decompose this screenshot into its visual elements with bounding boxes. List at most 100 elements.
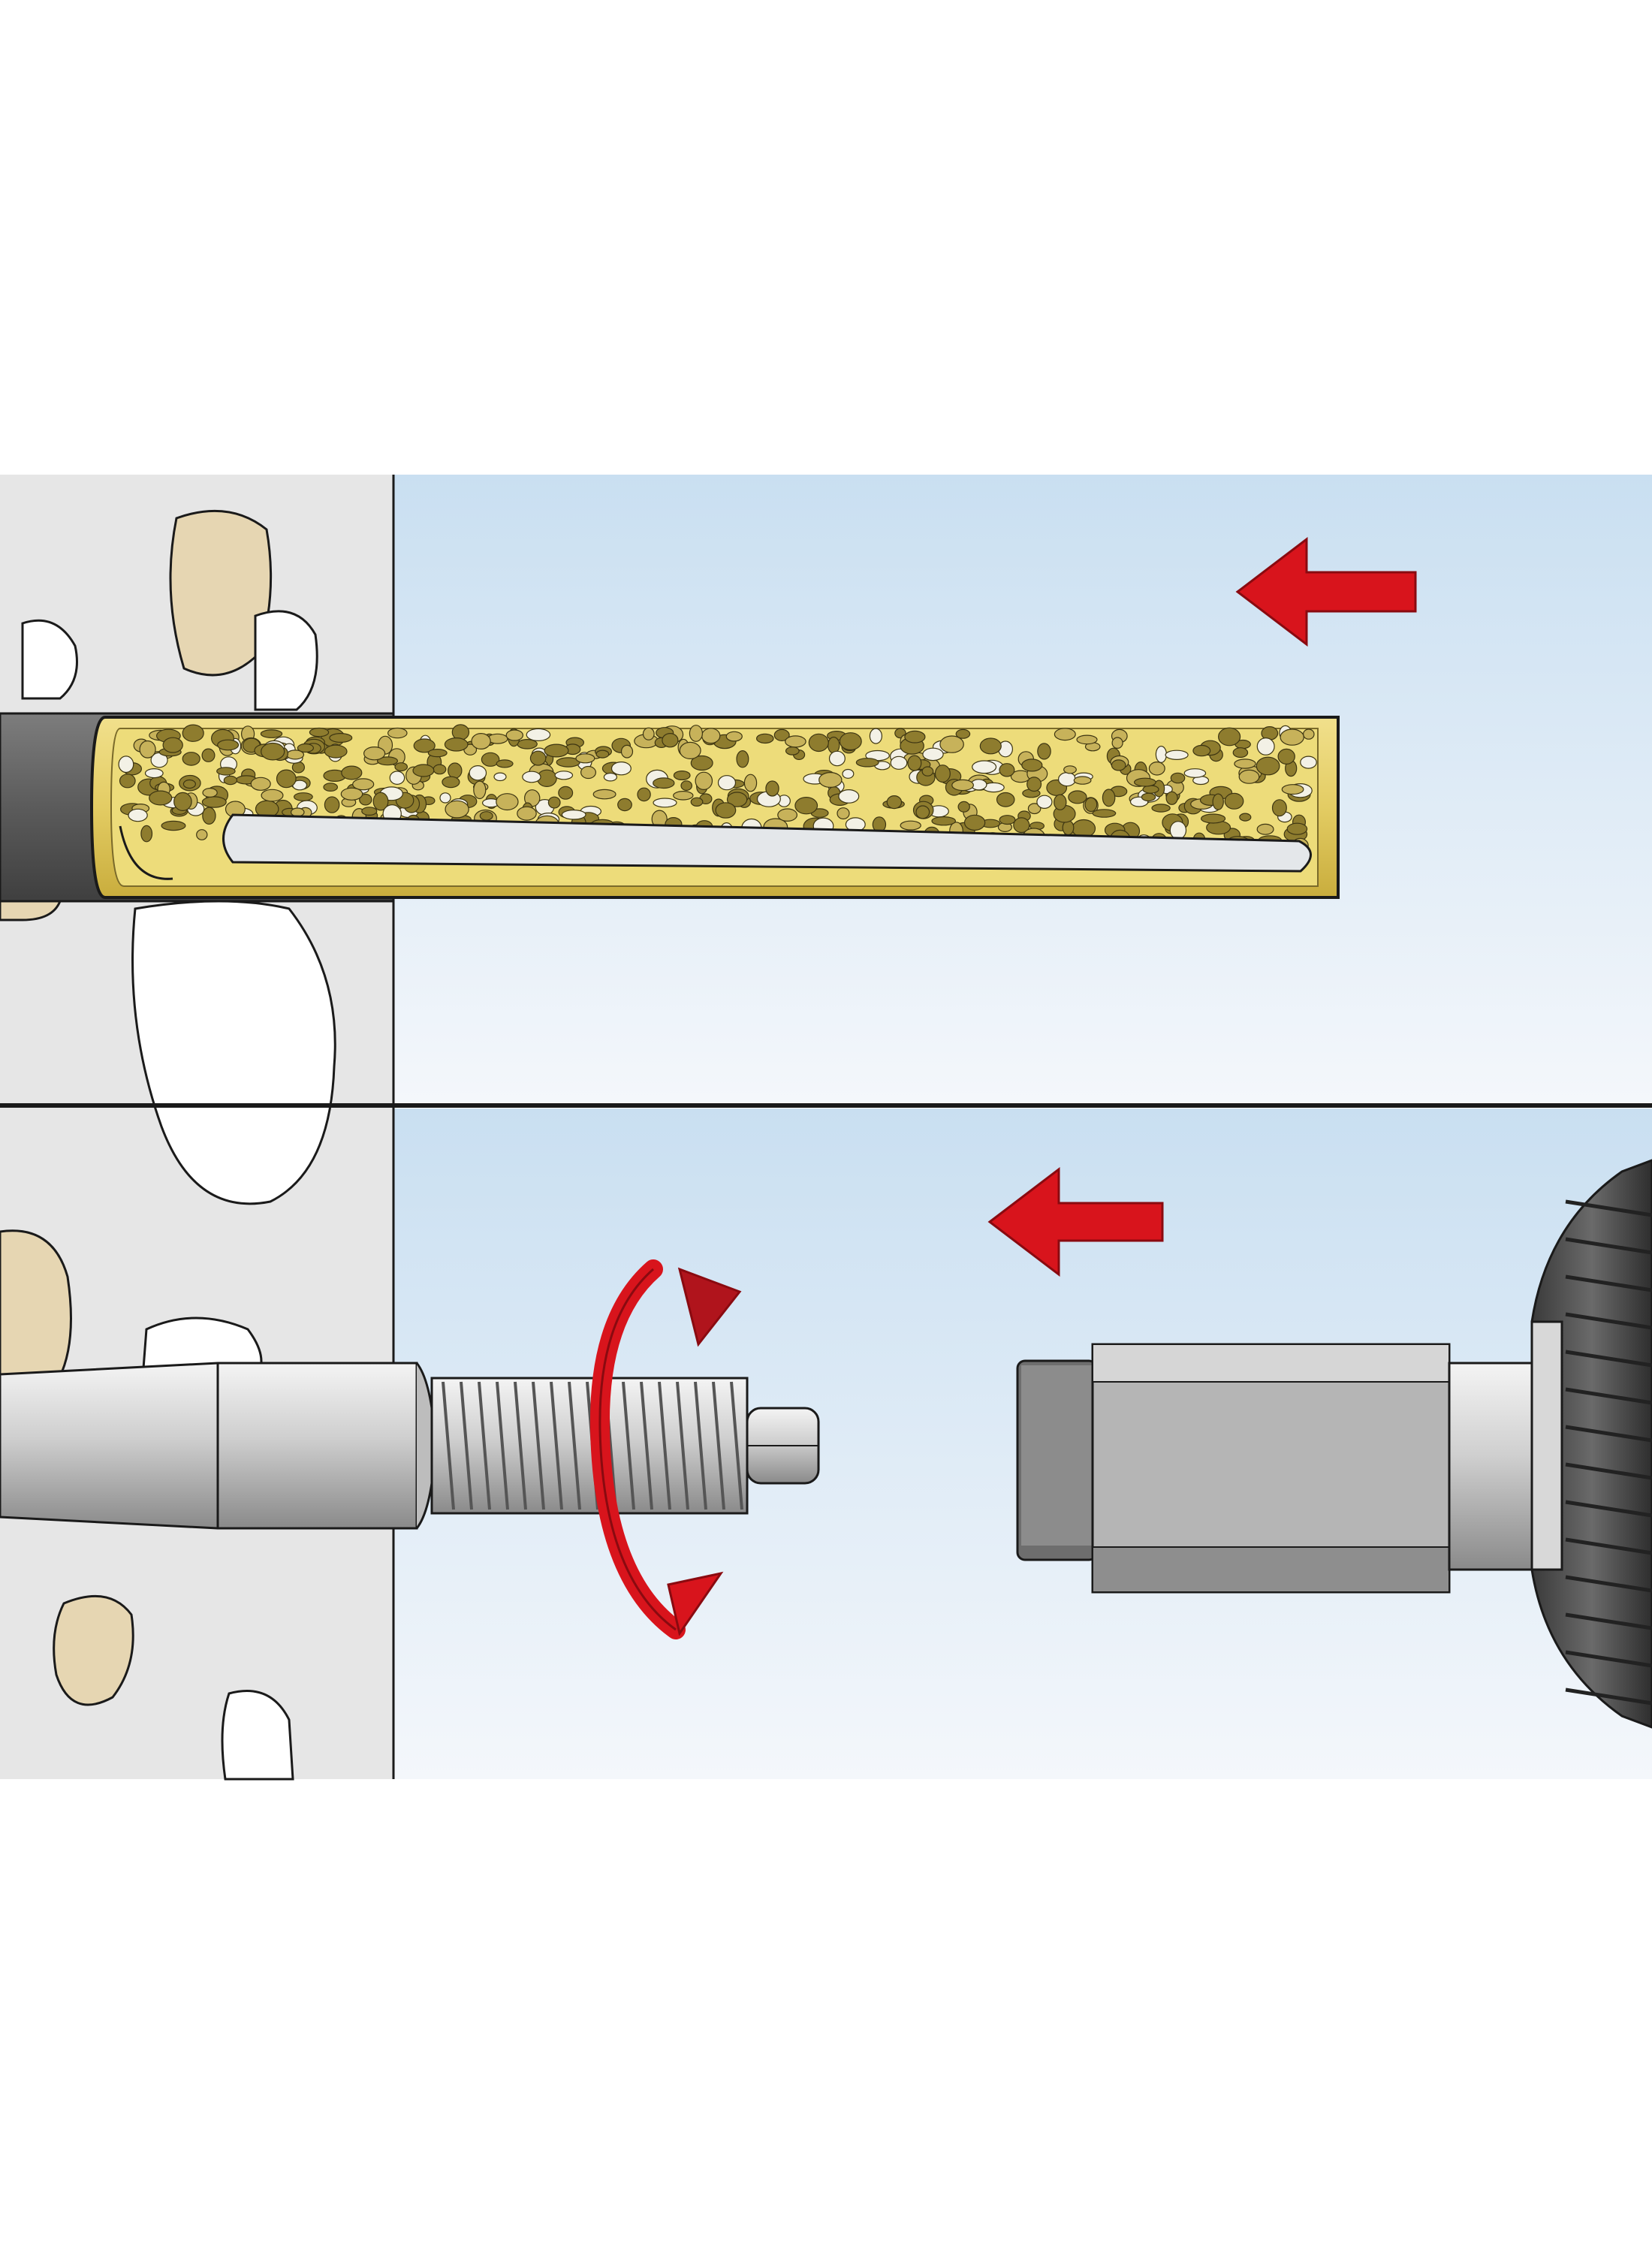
aggregate-granule bbox=[695, 771, 713, 791]
aggregate-granule bbox=[561, 810, 586, 820]
aggregate-granule bbox=[261, 789, 284, 802]
aggregate-granule bbox=[217, 739, 240, 751]
aggregate-granule bbox=[689, 725, 704, 742]
aggregate-granule bbox=[595, 749, 610, 759]
aggregate-granule bbox=[1148, 761, 1165, 776]
aggregate-granule bbox=[921, 766, 934, 777]
aggregate-granule bbox=[1169, 821, 1187, 840]
aggregate-granule bbox=[162, 737, 183, 753]
aggregate-granule bbox=[1239, 813, 1252, 822]
aggregate-granule bbox=[139, 740, 156, 759]
aggregate-granule bbox=[496, 759, 514, 768]
aggregate-granule bbox=[1170, 772, 1186, 784]
aggregate-granule bbox=[394, 762, 408, 772]
aggregate-granule bbox=[182, 752, 200, 766]
aggregate-granule bbox=[818, 771, 843, 788]
aggregate-granule bbox=[855, 758, 879, 768]
aggregate-granule bbox=[773, 728, 790, 742]
aggregate-granule bbox=[444, 737, 469, 752]
aggregate-granule bbox=[377, 756, 399, 766]
aggregate-granule bbox=[1063, 765, 1077, 774]
aggregate-granule bbox=[1256, 823, 1274, 835]
chuck-ridge bbox=[1565, 1575, 1652, 1593]
thread-groove bbox=[532, 1381, 545, 1510]
aggregate-granule bbox=[1277, 748, 1295, 765]
aggregate-granule bbox=[726, 792, 748, 807]
aggregate-granule bbox=[679, 741, 701, 760]
aggregate-granule bbox=[119, 774, 136, 789]
aggregate-granule bbox=[715, 802, 737, 819]
aggregate-granule bbox=[620, 744, 634, 759]
aggregate-granule bbox=[1141, 792, 1156, 802]
insert-arrow-icon bbox=[1235, 536, 1417, 647]
aggregate-granule bbox=[1217, 727, 1241, 746]
thread-groove bbox=[550, 1381, 563, 1510]
aggregate-granule bbox=[1286, 822, 1308, 835]
aggregate-granule bbox=[359, 793, 372, 806]
aggregate-granule bbox=[290, 807, 305, 817]
aggregate-granule bbox=[352, 778, 375, 791]
step-2-rod-setting bbox=[0, 1159, 1652, 1729]
aggregate-granule bbox=[1076, 734, 1098, 745]
chuck-ridge bbox=[1565, 1537, 1652, 1555]
aggregate-granule bbox=[1256, 737, 1275, 756]
aggregate-granule bbox=[575, 753, 595, 764]
aggregate-granule bbox=[673, 770, 691, 780]
aggregate-granule bbox=[827, 736, 840, 754]
aggregate-granule bbox=[617, 798, 632, 812]
aggregate-granule bbox=[1013, 817, 1030, 834]
aggregate-granule bbox=[340, 787, 363, 801]
aggregate-granule bbox=[1281, 784, 1304, 795]
aggregate-granule bbox=[915, 805, 930, 819]
aggregate-granule bbox=[1271, 799, 1287, 817]
aggregate-granule bbox=[1111, 759, 1126, 771]
aggregate-granule bbox=[505, 729, 524, 741]
aggregate-granule bbox=[1054, 728, 1076, 741]
aggregate-granule bbox=[182, 724, 204, 742]
aggregate-granule bbox=[673, 791, 694, 801]
aggregate-granule bbox=[201, 748, 216, 762]
aggregate-granule bbox=[250, 777, 271, 791]
aggregate-granule bbox=[736, 750, 749, 768]
aggregate-granule bbox=[1026, 777, 1042, 792]
step-1-capsule-insertion bbox=[0, 536, 1417, 903]
aggregate-granule bbox=[1133, 777, 1156, 787]
thread-groove bbox=[658, 1381, 671, 1510]
aggregate-granule bbox=[196, 829, 208, 840]
aggregate-granule bbox=[828, 750, 846, 767]
aggregate-granule bbox=[182, 779, 196, 789]
aggregate-granule bbox=[361, 807, 378, 816]
chuck-ridge bbox=[1565, 1687, 1652, 1706]
chuck-ridge bbox=[1565, 1462, 1652, 1480]
aggregate-granule bbox=[839, 732, 862, 751]
aggregate-granule bbox=[1084, 797, 1098, 813]
aggregate-granule bbox=[610, 762, 632, 776]
aggregate-granule bbox=[642, 727, 655, 740]
chuck-ridge bbox=[1565, 1199, 1652, 1217]
aggregate-granule bbox=[996, 792, 1015, 807]
aggregate-granule bbox=[1303, 728, 1315, 740]
aggregate-granule bbox=[592, 789, 616, 800]
aggregate-granule bbox=[144, 768, 164, 779]
anchor-rod-shaft bbox=[0, 1362, 418, 1530]
aggregate-granule bbox=[469, 765, 487, 781]
aggregate-granule bbox=[558, 786, 574, 800]
chuck-ridge bbox=[1565, 1237, 1652, 1255]
aggregate-granule bbox=[329, 732, 353, 743]
aggregate-granule bbox=[173, 792, 192, 812]
aggregate-granule bbox=[1212, 793, 1224, 810]
aggregate-granule bbox=[547, 796, 561, 809]
aggregate-granule bbox=[496, 793, 519, 811]
aggregate-granule bbox=[1183, 768, 1207, 778]
aggregate-granule bbox=[785, 735, 806, 748]
setting-tool-adaptor bbox=[1016, 1343, 1533, 1594]
aggregate-granule bbox=[261, 742, 285, 761]
aggregate-granule bbox=[140, 825, 153, 843]
aggregate-granule bbox=[276, 769, 297, 789]
hardener-glass-tube bbox=[222, 813, 1312, 873]
aggregate-granule bbox=[433, 764, 447, 775]
aggregate-granule bbox=[363, 746, 386, 761]
thread-groove bbox=[712, 1381, 725, 1510]
aggregate-granule bbox=[1192, 744, 1211, 757]
aggregate-granule bbox=[1092, 809, 1117, 818]
